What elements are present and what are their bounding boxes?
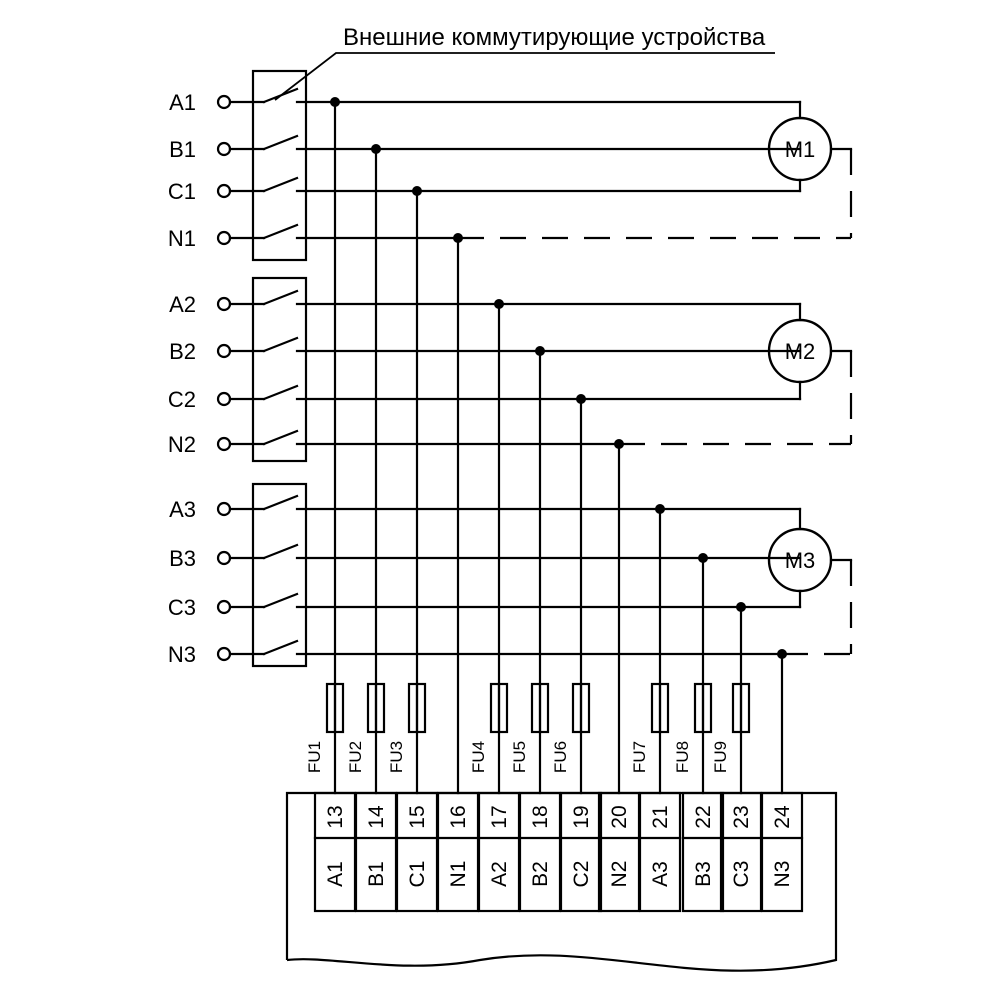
terminal-label: N3: [168, 642, 196, 667]
fuse-label: FU9: [711, 741, 730, 773]
terminal-circle: [216, 436, 232, 452]
terminal-label: C2: [168, 387, 196, 412]
terminal-block-label: B3: [692, 861, 715, 887]
terminal-number: 17: [488, 805, 511, 828]
switch-contact: [262, 494, 299, 511]
terminal-block-label: C2: [570, 861, 593, 888]
terminal-circle: [216, 550, 232, 566]
terminal-label: N1: [168, 226, 196, 251]
terminal-label: B1: [169, 137, 196, 162]
terminal-number: 22: [692, 805, 715, 828]
fuse-label: FU8: [673, 741, 692, 773]
terminal-number: 13: [324, 805, 347, 828]
terminal-label: A3: [169, 497, 196, 522]
title-leader-line: [274, 52, 775, 101]
terminal-block-label: C3: [730, 861, 753, 888]
switching-device-box: [251, 482, 308, 668]
terminal-block-label: N2: [608, 861, 631, 888]
fuse-label: FU5: [510, 741, 529, 773]
fuse-label: FU3: [387, 741, 406, 773]
motor-label: M2: [785, 339, 816, 364]
motor-label: M1: [785, 137, 816, 162]
terminal-block-label: N1: [447, 861, 470, 888]
terminal-label: B2: [169, 339, 196, 364]
terminal-block-label: N3: [771, 861, 794, 888]
terminal-circle: [216, 646, 232, 662]
terminal-block-label: A3: [649, 861, 672, 887]
terminal-block-label: A1: [324, 861, 347, 887]
diagram-title: Внешние коммутирующие устройства: [343, 24, 766, 51]
terminal-block-label: C1: [406, 861, 429, 888]
switch-contact: [262, 289, 299, 306]
terminal-number: 19: [570, 805, 593, 828]
fuse-label: FU7: [630, 741, 649, 773]
terminal-block-label: B2: [529, 861, 552, 887]
switch-contact: [262, 223, 299, 240]
switch-contact: [262, 429, 299, 446]
terminal-circle: [216, 230, 232, 246]
terminal-circle: [216, 296, 232, 312]
motor-label: M3: [785, 548, 816, 573]
wires: [330, 97, 853, 795]
terminal-label: C3: [168, 595, 196, 620]
switch-contact: [262, 176, 299, 193]
terminal-block-label: B1: [365, 861, 388, 887]
terminal-label: B3: [169, 546, 196, 571]
terminal-number: 15: [406, 805, 429, 828]
switch-contact: [262, 384, 299, 401]
switching-device-box: [251, 276, 308, 463]
terminal-number: 18: [529, 805, 552, 828]
terminal-number: 21: [649, 805, 672, 828]
switch-contact: [262, 639, 299, 656]
terminal-number: 20: [608, 805, 631, 828]
fuse-label: FU1: [305, 741, 324, 773]
switch-contact: [262, 336, 299, 353]
terminal-number: 16: [447, 805, 470, 828]
terminal-number: 23: [730, 805, 753, 828]
terminal-label: N2: [168, 432, 196, 457]
terminal-circle: [216, 599, 232, 615]
fuse-label: FU6: [551, 741, 570, 773]
switch-contact: [262, 543, 299, 560]
terminal-number: 24: [771, 805, 794, 829]
terminal-number: 14: [365, 805, 388, 829]
terminal-label: C1: [168, 179, 196, 204]
terminal-label: A2: [169, 292, 196, 317]
fuse-label: FU2: [346, 741, 365, 773]
switch-contact: [262, 87, 299, 104]
terminal-block-label: A2: [488, 861, 511, 887]
switching-device-box: [251, 69, 308, 262]
controller-housing: [285, 791, 838, 972]
terminal-circle: [216, 391, 232, 407]
terminal-circle: [216, 501, 232, 517]
terminal-circle: [216, 343, 232, 359]
fuse-label: FU4: [469, 741, 488, 773]
terminal-circle: [216, 141, 232, 157]
terminal-circle: [216, 94, 232, 110]
switch-contact: [262, 592, 299, 609]
terminal-circle: [216, 183, 232, 199]
terminal-label: A1: [169, 90, 196, 115]
switch-contact: [262, 134, 299, 151]
